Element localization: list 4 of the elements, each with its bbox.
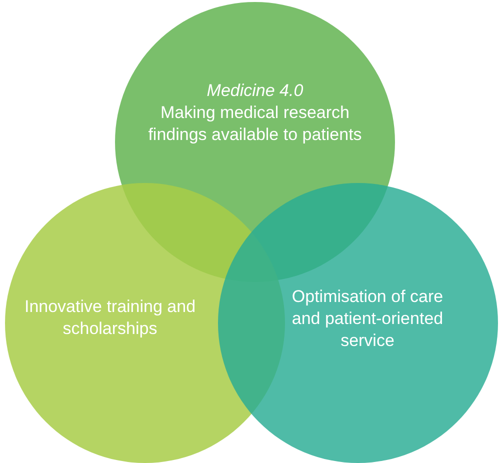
circle-text: Making medical research findings available to patients bbox=[147, 102, 363, 146]
circle-text: Optimisation of care and patient-oriented service bbox=[290, 286, 444, 352]
circle-heading: Medicine 4.0 bbox=[206, 80, 304, 102]
circle-text: Innovative training and scholarships bbox=[23, 296, 197, 340]
